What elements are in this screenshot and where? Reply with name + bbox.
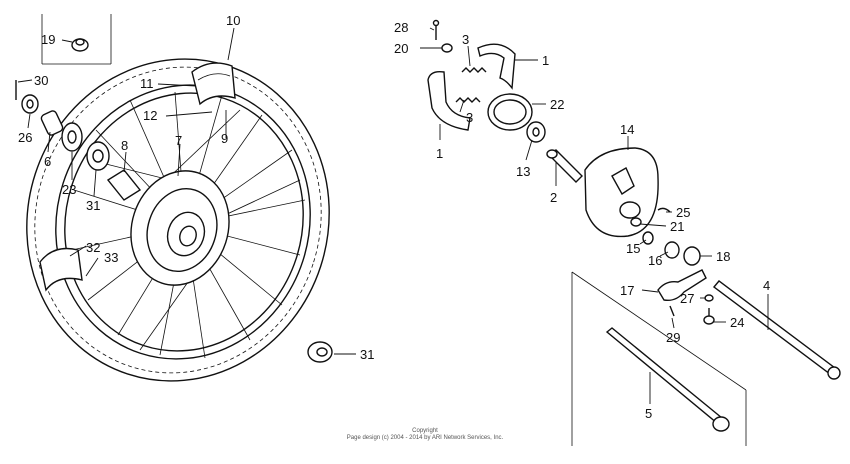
callout-29: 29 [666, 330, 680, 345]
callout-22: 22 [550, 97, 564, 112]
callout-27: 27 [680, 291, 694, 306]
callout-23: 23 [62, 182, 76, 197]
tube-cutaway-32 [39, 247, 83, 292]
callout-31b: 31 [360, 347, 374, 362]
seal-15 [642, 231, 654, 245]
callout-6: 6 [44, 154, 51, 169]
rim-inner [64, 92, 304, 352]
spacer-8 [106, 169, 142, 201]
callout-30: 30 [34, 73, 48, 88]
callout-11: 11 [140, 76, 154, 91]
callout-31a: 31 [86, 198, 100, 213]
brake-shoe-1a [477, 43, 516, 90]
brake-panel-14 [584, 147, 659, 238]
bolt-24 [703, 308, 715, 325]
dust-seal-13 [526, 121, 546, 143]
tube-cutaway-11 [191, 62, 236, 106]
callout-24: 24 [730, 315, 744, 330]
washer-27 [704, 294, 714, 302]
callout-33: 33 [104, 250, 118, 265]
callout-5: 5 [645, 406, 652, 421]
axle-parts-left [15, 80, 142, 201]
spring-18 [683, 246, 701, 266]
callout-32: 32 [86, 240, 100, 255]
leader-lines [17, 27, 769, 404]
callout-8: 8 [121, 138, 128, 153]
callout-4: 4 [763, 278, 770, 293]
bearing-31a [86, 141, 110, 171]
callout-12: 12 [143, 108, 157, 123]
washer-21 [630, 217, 642, 227]
axle-frame [571, 271, 747, 446]
callout-19: 19 [41, 32, 55, 47]
copyright-line: Copyright [412, 428, 438, 434]
callout-1b: 1 [436, 146, 443, 161]
callout-15: 15 [626, 241, 640, 256]
callout-9: 9 [221, 131, 228, 146]
callout-7: 7 [175, 133, 182, 148]
callout-26: 26 [18, 130, 32, 145]
callout-1a: 1 [542, 53, 549, 68]
page-design-credit: Page design (c) 2004 - 2014 by ARI Netwo… [346, 435, 504, 441]
callout-14: 14 [620, 122, 634, 137]
callout-3b: 3 [466, 110, 473, 125]
nut-26 [21, 94, 39, 114]
callout-3a: 3 [462, 32, 469, 47]
pin-29 [669, 305, 675, 317]
wheel-assembly [26, 58, 330, 382]
pin-25 [657, 207, 671, 213]
callout-13: 13 [516, 164, 530, 179]
inset-box-19 [41, 14, 112, 65]
seal-22 [487, 93, 533, 131]
nut-19 [71, 38, 89, 52]
springs-3 [455, 67, 487, 103]
screw-28 [432, 19, 440, 40]
brake-shoe-1b [427, 70, 471, 131]
brake-arm-17 [657, 269, 707, 302]
seal-23 [61, 122, 83, 152]
washer-20 [441, 43, 453, 53]
callout-28: 28 [394, 20, 408, 35]
callout-18: 18 [716, 249, 730, 264]
collar-6 [40, 110, 64, 136]
axle-4 [712, 280, 841, 380]
callout-16: 16 [648, 253, 662, 268]
callout-21: 21 [670, 219, 684, 234]
camshaft-2 [546, 149, 583, 183]
callout-2: 2 [550, 190, 557, 205]
callout-25: 25 [676, 205, 690, 220]
callout-20: 20 [394, 41, 408, 56]
bearing-31b [307, 341, 333, 363]
callout-17: 17 [620, 283, 634, 298]
callout-labels: 19 10 30 11 12 9 26 6 7 8 23 31 32 33 31… [18, 13, 770, 421]
plate-16 [664, 241, 680, 259]
axle-5 [605, 327, 730, 432]
callout-10: 10 [226, 13, 240, 28]
